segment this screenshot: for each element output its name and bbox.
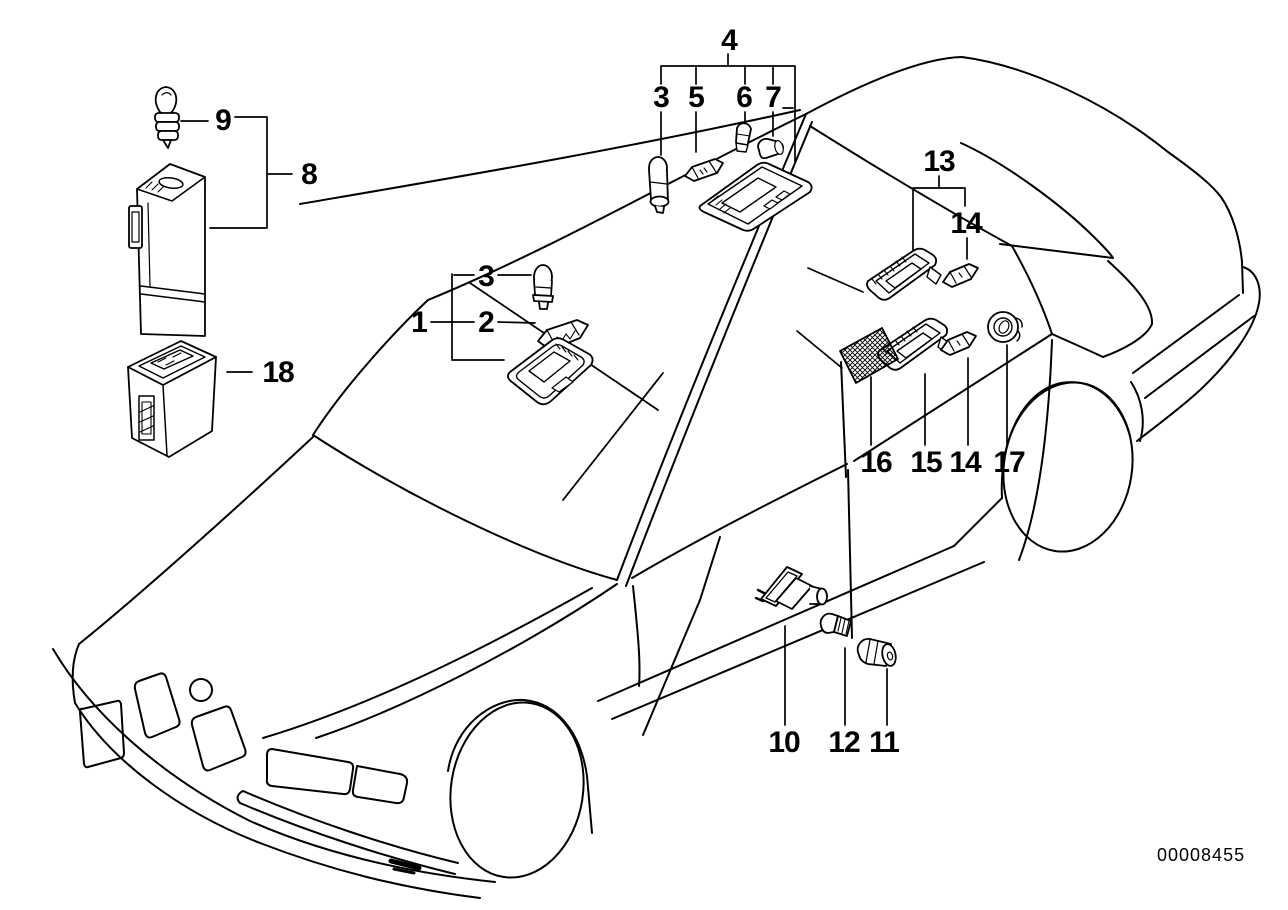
callout-3-front: 3 — [478, 260, 495, 293]
hood-cut-b — [315, 583, 618, 739]
callout-7: 7 — [765, 81, 782, 114]
callout-15: 15 — [910, 446, 942, 479]
part-10-door-lamp — [754, 566, 828, 610]
part-6-bulb — [735, 122, 752, 153]
leader-13-location — [807, 267, 864, 293]
quarter-belt — [1051, 333, 1104, 358]
callout-14-row: 14 — [949, 446, 981, 479]
rubstrip-cap — [236, 790, 244, 804]
rear-arch-lip — [1130, 381, 1144, 442]
front-tire — [449, 701, 585, 879]
part-12-bulb — [819, 612, 852, 637]
corner-lamp — [79, 699, 125, 769]
callout-16: 16 — [860, 446, 892, 479]
rear-window-edge — [960, 142, 1114, 259]
front-wheel-arch — [447, 698, 588, 777]
front-corner — [71, 643, 80, 704]
beltline-rear — [853, 333, 1053, 462]
rocker-upper — [597, 545, 955, 702]
hood-cut-a — [262, 587, 593, 739]
kidney-grille-left — [133, 672, 181, 739]
beltline-front — [631, 463, 848, 579]
part-9-bulb — [154, 86, 180, 149]
c-pillar — [1011, 245, 1053, 335]
callout-12: 12 — [828, 726, 860, 759]
front-door-trail-edge — [847, 469, 853, 639]
callout-18: 18 — [262, 356, 294, 389]
rubstrip-top — [242, 790, 459, 864]
callout-6: 6 — [736, 81, 753, 114]
callout-2: 2 — [478, 306, 495, 339]
bracket-4 — [660, 65, 796, 163]
part-1-light-assembly — [507, 337, 594, 406]
windshield-header — [427, 113, 807, 301]
front-fender-edge — [586, 775, 593, 834]
callout-9: 9 — [215, 104, 232, 137]
part-18-holder — [127, 340, 217, 458]
callout-11: 11 — [869, 726, 900, 759]
part-5-festoon — [684, 158, 724, 182]
callout-5: 5 — [688, 81, 705, 114]
part-11-socket — [856, 638, 897, 667]
car-outline — [52, 56, 1261, 899]
rear-band-top — [1132, 294, 1240, 374]
b-pillar — [840, 361, 847, 478]
kidney-grille-right — [190, 705, 247, 772]
part-14-festoon-row — [940, 331, 977, 356]
part-roof-console — [698, 161, 813, 232]
far-a-pillar — [312, 299, 429, 436]
callout-8: 8 — [301, 158, 318, 191]
exploded-parts — [127, 86, 1023, 667]
part-3-bulb-roof — [648, 156, 670, 214]
callout-10: 10 — [768, 726, 800, 759]
bracket-13 — [912, 187, 966, 252]
headlight-right — [351, 765, 409, 805]
fender-top — [78, 436, 314, 645]
far-roof-rail — [299, 109, 801, 205]
rubstrip-bottom — [239, 802, 456, 875]
rear-bumper — [1136, 266, 1261, 442]
part-13-light-assembly — [866, 247, 942, 301]
windshield-line-2 — [562, 372, 664, 501]
rocker-lower — [611, 561, 985, 720]
rear-door-trail-edge — [1018, 339, 1053, 561]
callout-lines — [180, 53, 1008, 726]
cowl-line — [312, 434, 618, 581]
callout-1: 1 — [411, 306, 428, 339]
callout-17: 17 — [993, 446, 1025, 479]
roofline — [805, 56, 1222, 198]
rear-wheel-arch — [1000, 381, 1131, 499]
location-leaders — [796, 267, 864, 369]
trunk-shut — [1102, 260, 1154, 358]
rear-band-bottom — [1144, 315, 1255, 399]
rear-window-sill — [999, 243, 1114, 259]
front-marker-2 — [392, 867, 416, 875]
front-marker — [388, 858, 422, 871]
drip-rail — [809, 125, 1013, 247]
rocker-arch-link — [953, 497, 1003, 547]
part-7-bulb — [757, 138, 784, 160]
callout-13: 13 — [923, 145, 955, 178]
bracket-1 — [451, 273, 505, 361]
leader-15-location — [796, 330, 843, 369]
bumper-bottom — [74, 702, 481, 899]
callout-14-top: 14 — [950, 207, 982, 240]
front-door-shut-2 — [642, 536, 721, 736]
leader-2 — [497, 321, 536, 324]
doc-number: 00008455 — [1157, 845, 1246, 865]
part-3-bulb-front — [532, 264, 554, 310]
rear-edge — [1220, 196, 1244, 294]
part-17-grommet — [987, 311, 1023, 343]
headlight-left — [265, 748, 355, 796]
part-14-festoon-top — [942, 263, 979, 288]
part-8-torch — [128, 163, 206, 337]
bmw-roundel — [189, 678, 213, 702]
callout-4: 4 — [721, 24, 738, 57]
callout-3-roof: 3 — [653, 81, 670, 114]
part-16-lens — [839, 327, 899, 384]
bracket-8 — [209, 116, 268, 229]
bumper-top — [52, 648, 496, 883]
front-door-lead-edge — [632, 585, 641, 687]
